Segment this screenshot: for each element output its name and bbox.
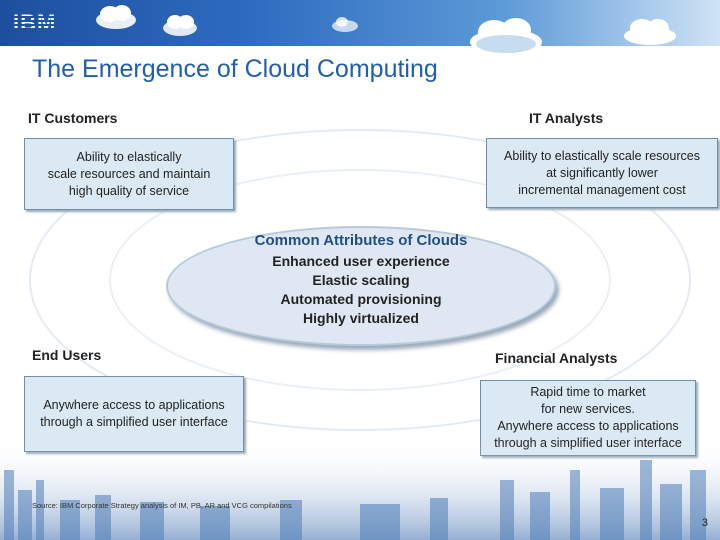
page-number: 3	[701, 517, 708, 529]
box-it-analysts: Ability to elastically scale resources a…	[486, 138, 718, 208]
source-citation: Source: IBM Corporate Strategy analysis …	[32, 501, 292, 510]
box-text-line: incremental management cost	[518, 182, 686, 197]
common-attributes-ellipse	[166, 226, 556, 346]
label-end-users: End Users	[32, 347, 102, 363]
ibm-logo: IBM	[13, 10, 57, 35]
label-it-analysts: IT Analysts	[529, 110, 604, 126]
box-text-line: scale resources and maintain	[47, 166, 211, 181]
cloud-icon	[163, 15, 197, 36]
attribute-item: Automated provisioning	[280, 291, 442, 307]
box-text-line: Anywhere access to applications	[497, 419, 679, 433]
background-swirl	[29, 129, 691, 431]
box-text-line: Ability to elastically scale resources	[504, 148, 700, 163]
city-skyline-image	[0, 440, 720, 540]
box-text-line: through a simplified user interface	[40, 415, 228, 429]
cloud-icon	[470, 18, 542, 55]
cloud-icon	[624, 19, 676, 45]
box-text-line: Rapid time to market	[530, 385, 646, 399]
box-text-line: high quality of service	[68, 183, 190, 198]
common-attributes-title: Common Attributes of Clouds	[254, 232, 468, 249]
box-text-line: for new services.	[541, 402, 635, 416]
cloud-icon	[96, 5, 136, 29]
attribute-item: Enhanced user experience	[272, 253, 450, 269]
label-financial-analysts: Financial Analysts	[495, 350, 618, 366]
attribute-item: Elastic scaling	[312, 272, 410, 288]
cloud-icon	[332, 17, 358, 32]
label-it-customers: IT Customers	[28, 110, 118, 126]
box-text-line: Ability to elastically	[76, 149, 182, 164]
box-text-line: at significantly lower	[546, 165, 658, 180]
slide-title: The Emergence of Cloud Computing	[32, 55, 438, 83]
box-text-line: Anywhere access to applications	[43, 398, 225, 412]
box-it-customers: Ability to elastically scale resources a…	[24, 138, 234, 210]
attribute-item: Highly virtualized	[303, 310, 419, 326]
common-attributes-text: Common Attributes of Clouds Enhanced use…	[166, 230, 556, 328]
